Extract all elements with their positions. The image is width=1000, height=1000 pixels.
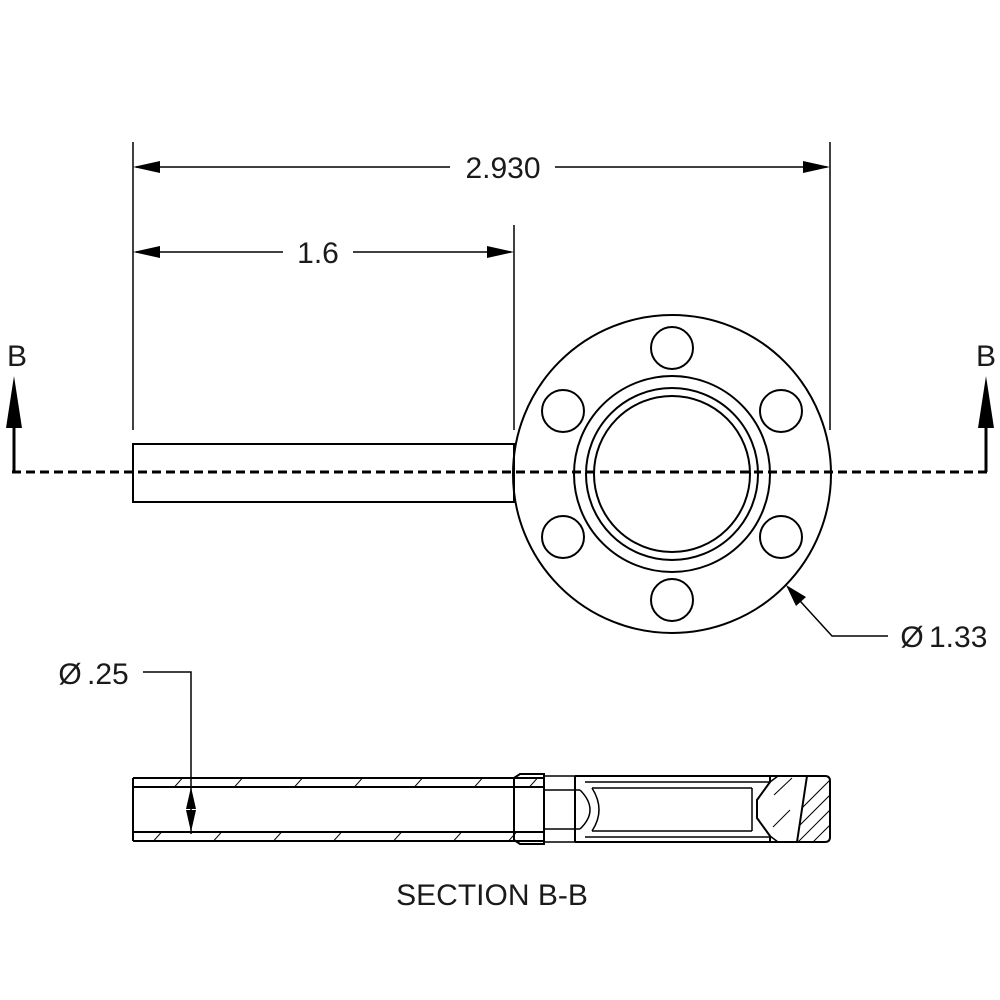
dimension-tube-length-text: 1.6 <box>297 237 339 270</box>
section-label-right: B <box>976 340 996 373</box>
bolt-holes <box>541 326 803 622</box>
dimension-overall-length: 2.930 <box>133 152 830 185</box>
bolt-hole <box>650 578 694 622</box>
dimension-flange-diameter-text: 1.33 <box>929 621 987 654</box>
tube-wall-hatch-bottom <box>153 832 518 840</box>
dimension-tube-length: 1.6 <box>133 237 514 270</box>
section-title: SECTION B-B <box>396 879 588 912</box>
dimension-flange-diameter: Ø 1.33 <box>786 585 987 654</box>
bolt-hole <box>759 515 803 559</box>
dimension-tube-diameter: Ø .25 <box>58 658 196 834</box>
dimension-overall-length-text: 2.930 <box>465 152 540 185</box>
bolt-hole <box>759 389 803 433</box>
bolt-hole <box>541 389 585 433</box>
bolt-hole <box>541 515 585 559</box>
section-label-left: B <box>7 340 27 373</box>
section-cutting-plane: B B <box>6 340 996 474</box>
diameter-symbol: Ø <box>58 658 81 691</box>
flange-hatch <box>797 779 830 842</box>
section-arrow-right-icon <box>978 376 994 428</box>
section-arrow-left-icon <box>6 376 22 428</box>
tube-wall-hatch-top <box>173 779 538 787</box>
diameter-symbol: Ø <box>900 621 923 654</box>
top-view-flange <box>512 314 832 634</box>
dimension-tube-diameter-text: .25 <box>87 658 129 691</box>
section-view <box>132 773 831 845</box>
bolt-hole <box>650 326 694 370</box>
extension-lines <box>132 142 831 430</box>
